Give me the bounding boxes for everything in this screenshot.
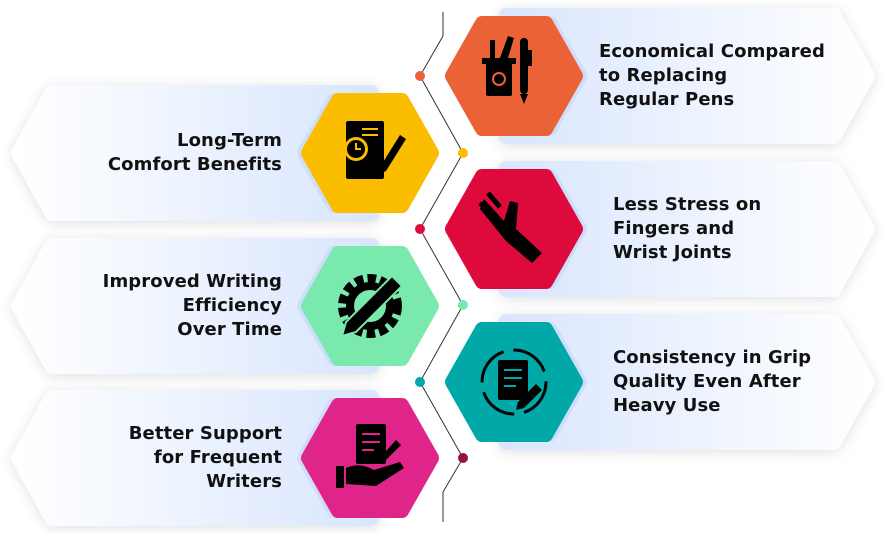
label-line: to Replacing [599,65,728,86]
hexagon-badge-4 [297,246,439,366]
label-line: Improved Writing [102,271,282,292]
label-line: Less Stress on [613,194,762,215]
label-line: Over Time [177,319,282,340]
label-line: Economical Compared [599,41,825,62]
label-line: Heavy Use [613,395,721,416]
gear-pencil-icon [338,274,404,338]
connector-dot [458,300,468,310]
hexagon-badge-5 [445,322,587,442]
connector-dot [415,71,425,81]
label-line: Quality Even After [613,371,801,392]
label-line: for Frequent [153,447,282,468]
label-line: Consistency in Grip [613,347,812,368]
connector-dot [458,453,468,463]
connector-dot [458,148,468,158]
connector-dot [415,377,425,387]
hand-document-icon [336,424,404,488]
hexagon-badge-3 [445,169,587,289]
card-2 [11,85,379,221]
label-line: Long-Term [177,130,282,151]
hexagon-badge-2 [297,93,439,213]
label-line: Writers [206,471,282,492]
hexagon-badge-1 [445,16,587,136]
hexagon-badge-6 [297,398,439,518]
document-clock-pen-icon [344,121,406,179]
label-line: Regular Pens [599,89,735,110]
label-line: Efficiency [182,295,282,316]
label-line: Comfort Benefits [107,154,282,175]
card-6 [11,390,379,526]
label-line: Fingers and [613,218,735,239]
zigzag-connector [419,12,464,522]
connector-dot [415,224,425,234]
hand-wrist-icon [478,191,542,263]
label-line: Wrist Joints [613,242,732,263]
label-line: Better Support [128,423,282,444]
pen-holder-icon [482,36,532,104]
card-4 [11,238,379,374]
document-cycle-icon [480,348,548,416]
